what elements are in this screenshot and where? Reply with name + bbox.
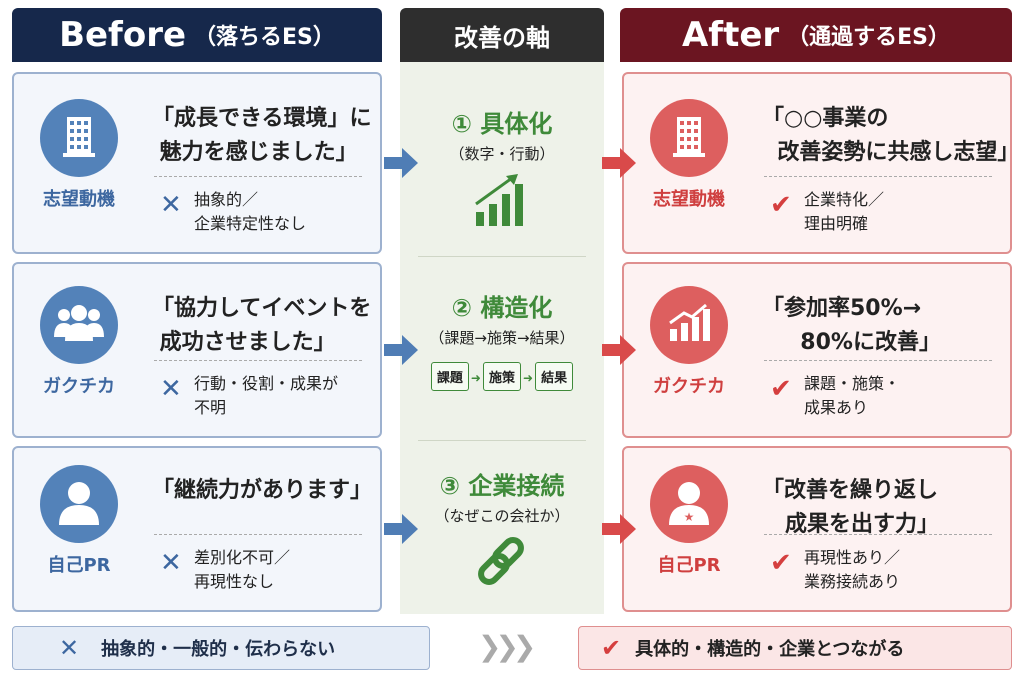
before-quote: 「成長できる環境」に 魅力を感じました」 bbox=[152, 106, 372, 165]
group-icon bbox=[52, 303, 106, 347]
category-label: 自己PR bbox=[657, 555, 721, 576]
check-icon: ✔ bbox=[770, 190, 792, 220]
improvement-axis-column: ① 具体化 （数字・行動） ② 構造化 （課題→施策→結果） 課題➜施策➜結果 … bbox=[400, 62, 604, 614]
before-summary-bar: ✕ 抽象的・一般的・伝わらない bbox=[12, 626, 430, 670]
middle-header: 改善の軸 bbox=[400, 8, 604, 62]
category-circle bbox=[650, 286, 728, 364]
divider bbox=[764, 176, 992, 177]
right-arrow-icon bbox=[384, 512, 418, 546]
divider bbox=[764, 360, 992, 361]
axis-subtitle: （なぜこの会社か） bbox=[434, 507, 570, 525]
flow-chip: 課題 bbox=[430, 362, 469, 391]
building-icon bbox=[669, 113, 709, 163]
axis-step-1: ① 具体化 （数字・行動） bbox=[400, 104, 604, 232]
category-label: 志望動機 bbox=[43, 189, 115, 210]
right-arrow-icon bbox=[602, 146, 636, 180]
category-circle bbox=[40, 99, 118, 177]
right-arrow-icon bbox=[602, 333, 636, 367]
right-arrow-icon bbox=[384, 333, 418, 367]
after-card-1: 志望動機 「○○事業の 改善姿勢に共感し志望」 ✔ 企業特化／ 理由明確 bbox=[622, 72, 1019, 254]
category-label: 志望動機 bbox=[653, 189, 725, 210]
divider bbox=[154, 360, 362, 361]
flow-chip: 結果 bbox=[535, 362, 574, 391]
check-icon: ✔ bbox=[770, 548, 792, 578]
axis-subtitle: （数字・行動） bbox=[449, 145, 555, 163]
category-circle bbox=[650, 99, 728, 177]
divider bbox=[154, 534, 362, 535]
category-label: 自己PR bbox=[47, 555, 111, 576]
axis-step-2: ② 構造化 （課題→施策→結果） 課題➜施策➜結果 bbox=[400, 288, 604, 391]
after-note: 再現性あり／ 業務接続あり bbox=[804, 548, 901, 591]
structure-flow: 課題➜施策➜結果 bbox=[400, 362, 604, 391]
before-note: 行動・役割・成果が 不明 bbox=[194, 374, 339, 417]
after-subtitle: （通過するES） bbox=[787, 25, 951, 50]
after-card-2: ガクチカ 「参加率50%→ 80%に改善」 ✔ 課題・施策・ 成果あり bbox=[622, 262, 1012, 438]
axis-title: ② 構造化 bbox=[451, 294, 553, 322]
before-header: Before （落ちるES） bbox=[12, 8, 382, 62]
before-quote: 「継続力があります」 bbox=[152, 478, 373, 503]
chevrons-icon: ❯❯❯ bbox=[478, 630, 536, 663]
after-card-3: ★ 自己PR 「改善を繰り返し 成果を出す力」 ✔ 再現性あり／ 業務接続あり bbox=[622, 446, 1012, 612]
check-icon: ✔ bbox=[770, 374, 792, 404]
category-circle bbox=[40, 465, 118, 543]
before-quote: 「協力してイベントを 成功させました」 bbox=[152, 296, 372, 355]
divider bbox=[764, 534, 992, 535]
after-quote: 「参加率50%→ 80%に改善」 bbox=[762, 296, 941, 355]
building-icon bbox=[59, 113, 99, 163]
category-circle bbox=[40, 286, 118, 364]
group-icon bbox=[666, 303, 712, 347]
after-note: 企業特化／ 理由明確 bbox=[804, 190, 885, 233]
svg-text:★: ★ bbox=[684, 510, 695, 524]
bar-chart-up-icon bbox=[475, 174, 523, 226]
x-icon: ✕ bbox=[160, 548, 182, 578]
before-title: Before bbox=[59, 15, 187, 55]
x-icon: ✕ bbox=[59, 634, 80, 662]
before-note: 差別化不可／ 再現性なし bbox=[194, 548, 291, 591]
before-subtitle: （落ちるES） bbox=[194, 25, 335, 50]
before-card-3: 自己PR 「継続力があります」 ✕ 差別化不可／ 再現性なし bbox=[12, 446, 382, 612]
after-quote: 「改善を繰り返し 成果を出す力」 bbox=[762, 478, 939, 537]
after-note: 課題・施策・ 成果あり bbox=[804, 374, 901, 417]
category-label: ガクチカ bbox=[43, 376, 115, 397]
divider bbox=[154, 176, 362, 177]
after-quote: 「○○事業の 改善姿勢に共感し志望」 bbox=[762, 106, 1020, 165]
after-summary-bar: ✔ 具体的・構造的・企業とつながる bbox=[578, 626, 1012, 670]
before-card-2: ガクチカ 「協力してイベントを 成功させました」 ✕ 行動・役割・成果が 不明 bbox=[12, 262, 382, 438]
axis-step-3: ③ 企業接続 （なぜこの会社か） bbox=[400, 466, 604, 596]
category-label: ガクチカ bbox=[653, 376, 725, 397]
flow-chip: 施策 bbox=[482, 362, 521, 391]
person-icon bbox=[57, 479, 101, 529]
after-summary: 具体的・構造的・企業とつながる bbox=[635, 639, 905, 660]
axis-subtitle: （課題→施策→結果） bbox=[429, 329, 575, 347]
category-circle: ★ bbox=[650, 465, 728, 543]
before-summary: 抽象的・一般的・伝わらない bbox=[101, 639, 336, 660]
right-arrow-icon bbox=[602, 512, 636, 546]
axis-title: ③ 企業接続 bbox=[439, 472, 565, 500]
person-icon: ★ bbox=[667, 479, 711, 529]
before-note: 抽象的／ 企業特定性なし bbox=[194, 190, 307, 233]
axis-title: ① 具体化 bbox=[451, 110, 553, 138]
right-arrow-icon bbox=[384, 146, 418, 180]
link-icon bbox=[478, 537, 524, 585]
before-card-1: 志望動機 「成長できる環境」に 魅力を感じました」 ✕ 抽象的／ 企業特定性なし bbox=[12, 72, 382, 254]
check-icon: ✔ bbox=[601, 634, 622, 662]
after-title: After bbox=[681, 15, 780, 55]
x-icon: ✕ bbox=[160, 190, 182, 220]
x-icon: ✕ bbox=[160, 374, 182, 404]
after-header: After （通過するES） bbox=[620, 8, 1012, 62]
